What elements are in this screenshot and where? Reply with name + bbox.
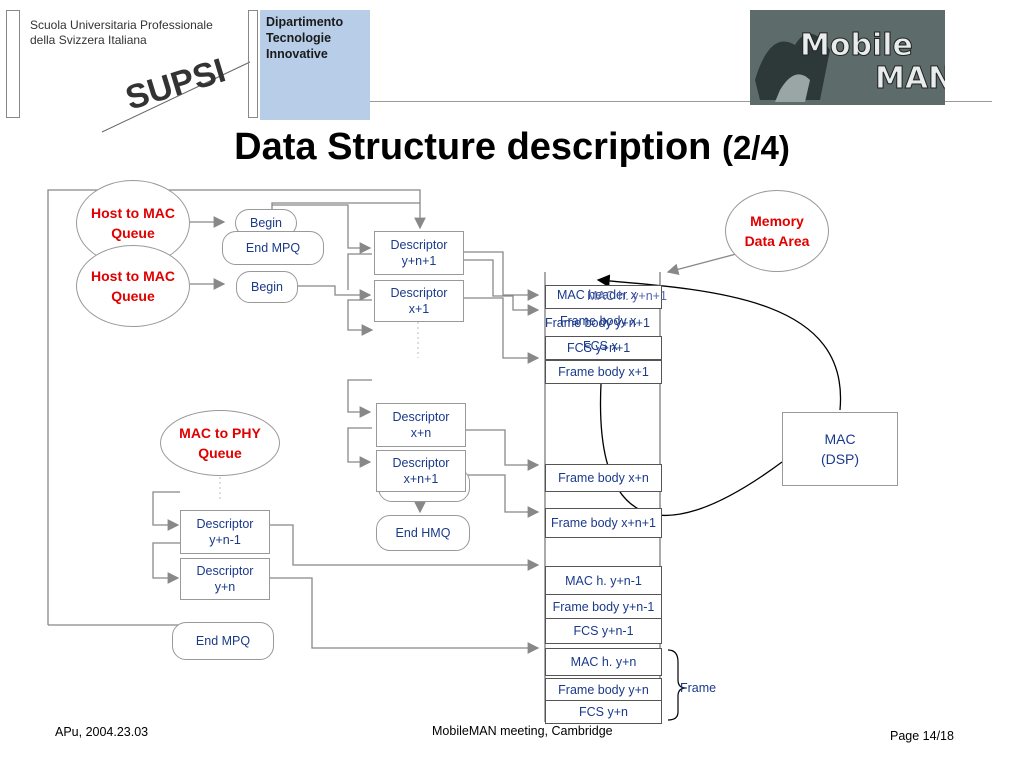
- queue-label-line1: Memory: [750, 213, 804, 229]
- descriptor-index: x+1: [408, 302, 430, 316]
- school-name-line2: della Svizzera Italiana: [30, 33, 147, 47]
- descriptor-index: x+n+1: [403, 472, 439, 486]
- descriptor-label: Descriptor: [392, 456, 450, 470]
- memory-cell-frame-body-xn: Frame body x+n: [545, 464, 662, 492]
- memory-cell-fcs-yn1: FCS y+n+1: [567, 341, 631, 355]
- page-title: Data Structure description (2/4): [0, 126, 1024, 169]
- queue-label-line2: Queue: [111, 225, 155, 241]
- footer-author-date: APu, 2004.23.03: [55, 725, 149, 739]
- end-mpq-pill-1: End MPQ: [222, 231, 324, 265]
- dept-line1: Dipartimento: [266, 15, 344, 29]
- dept-line2: Tecnologie: [266, 31, 332, 45]
- queue-label-line2: Queue: [198, 445, 242, 461]
- page-title-suffix: (2/4): [721, 129, 790, 166]
- memory-cell-fcs: [545, 336, 662, 360]
- header-mid-divider: [248, 10, 258, 118]
- memory-cell-mac-h-yn1: MAC h. y+n+1: [587, 289, 667, 303]
- descriptor-y-plus-n-minus-1: Descriptor y+n-1: [180, 510, 270, 554]
- mac-dsp-line1: MAC: [824, 431, 856, 447]
- descriptor-x-plus-n-plus-1: Descriptor x+n+1: [376, 450, 466, 492]
- header-left-divider: [6, 10, 20, 118]
- host-to-mac-queue-oval-2: Host to MAC Queue: [76, 245, 190, 327]
- footer-event: MobileMAN meeting, Cambridge: [432, 724, 613, 738]
- school-name: Scuola Universitaria Professionale della…: [30, 18, 213, 48]
- mac-dsp-line2: (DSP): [820, 451, 860, 467]
- descriptor-label: Descriptor: [390, 286, 448, 300]
- department-box: Dipartimento Tecnologie Innovative: [260, 10, 370, 120]
- memory-cell-mac-header-x: MAC header x: [557, 288, 637, 302]
- memory-cell-mac-h-yn-1: MAC h. y+n-1: [545, 566, 662, 596]
- dept-line3: Innovative: [266, 47, 328, 61]
- mobileman-logo-text-2: MAN: [875, 61, 945, 96]
- begin-pill-2: Begin: [236, 271, 298, 303]
- mobileman-logo-text-1: Mobile: [800, 28, 913, 63]
- descriptor-index: y+n+1: [401, 254, 437, 268]
- memory-cell-frame-body-yn: Frame body y+n: [545, 678, 662, 702]
- memory-cell-mac-header: [545, 285, 662, 309]
- queue-label-line1: MAC to PHY: [179, 425, 261, 441]
- descriptor-label: Descriptor: [392, 410, 450, 424]
- memory-cell-frame-body-yn1: Frame body y+n+1: [545, 316, 650, 330]
- descriptor-index: y+n-1: [209, 533, 241, 547]
- queue-label-line1: Host to MAC: [91, 268, 175, 284]
- memory-cell-fcs-yn-1: FCS y+n-1: [545, 618, 662, 644]
- descriptor-y-n-plus-1: Descriptor y+n+1: [374, 231, 464, 275]
- school-name-line1: Scuola Universitaria Professionale: [30, 18, 213, 32]
- descriptor-label: Descriptor: [196, 564, 254, 578]
- end-mpq-pill-2: End MPQ: [172, 622, 274, 660]
- frame-brace-label: Frame: [680, 681, 717, 695]
- memory-cell-frame-body-x: Frame body x: [560, 314, 637, 328]
- descriptor-y-plus-n: Descriptor y+n: [180, 558, 270, 600]
- mac-to-phy-queue-oval: MAC to PHY Queue: [160, 410, 280, 476]
- descriptor-label: Descriptor: [390, 238, 448, 252]
- footer-page-number: Page 14/18: [890, 729, 954, 743]
- memory-cell-fcs-x: FCS x: [583, 339, 618, 353]
- memory-cell-mac-h-yn: MAC h. y+n: [545, 648, 662, 676]
- descriptor-x-plus-n: Descriptor x+n: [376, 403, 466, 447]
- descriptor-x-plus-1: Descriptor x+1: [374, 280, 464, 322]
- queue-label-line2: Data Area: [744, 233, 810, 249]
- page-title-main: Data Structure description: [234, 126, 712, 168]
- queue-label-line2: Queue: [111, 288, 155, 304]
- memory-cell-frame-body-yn-1: Frame body y+n-1: [545, 594, 662, 620]
- header-rule: [370, 101, 992, 102]
- descriptor-index: x+n: [410, 426, 432, 440]
- end-hmq-pill: End HMQ: [376, 515, 470, 551]
- memory-cell-fcs-yn: FCS y+n: [545, 700, 662, 724]
- mac-dsp-box: MAC (DSP): [782, 412, 898, 486]
- memory-cell-frame-body-xn1: Frame body x+n+1: [545, 508, 662, 538]
- memory-cell-frame-body-x1: Frame body x+1: [545, 360, 662, 384]
- mobileman-logo: Mobile MAN: [750, 10, 954, 105]
- queue-label-line1: Host to MAC: [91, 205, 175, 221]
- descriptor-label: Descriptor: [196, 517, 254, 531]
- supsi-logo: SUPSI: [100, 40, 260, 135]
- descriptor-index: y+n: [214, 580, 236, 594]
